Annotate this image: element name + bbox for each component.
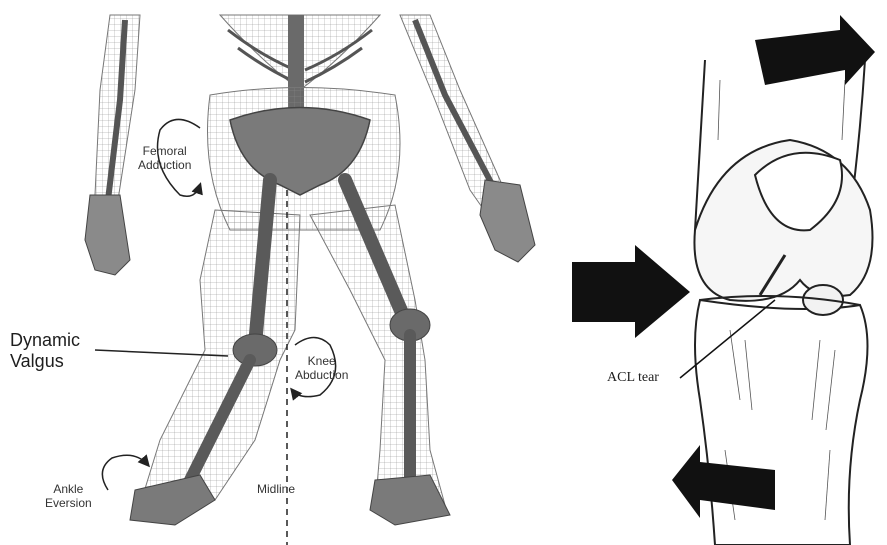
leg-mesh-left [140, 210, 300, 505]
knee-abduction-label: Knee Abduction [295, 355, 348, 383]
midline-label: Midline [257, 483, 295, 497]
body-model-illustration [85, 15, 535, 525]
hand-right [480, 180, 535, 262]
hand-left [85, 195, 130, 275]
force-arrow-side [572, 245, 690, 338]
tibia [695, 300, 868, 545]
ankle-eversion-arrow [102, 455, 148, 490]
dynamic-valgus-label: Dynamic Valgus [10, 330, 80, 371]
acl-tear-label: ACL tear [607, 370, 659, 386]
femoral-adduction-label: Femoral Adduction [138, 145, 191, 173]
foot-left [130, 475, 215, 525]
ankle-eversion-label: Ankle Eversion [45, 483, 92, 511]
